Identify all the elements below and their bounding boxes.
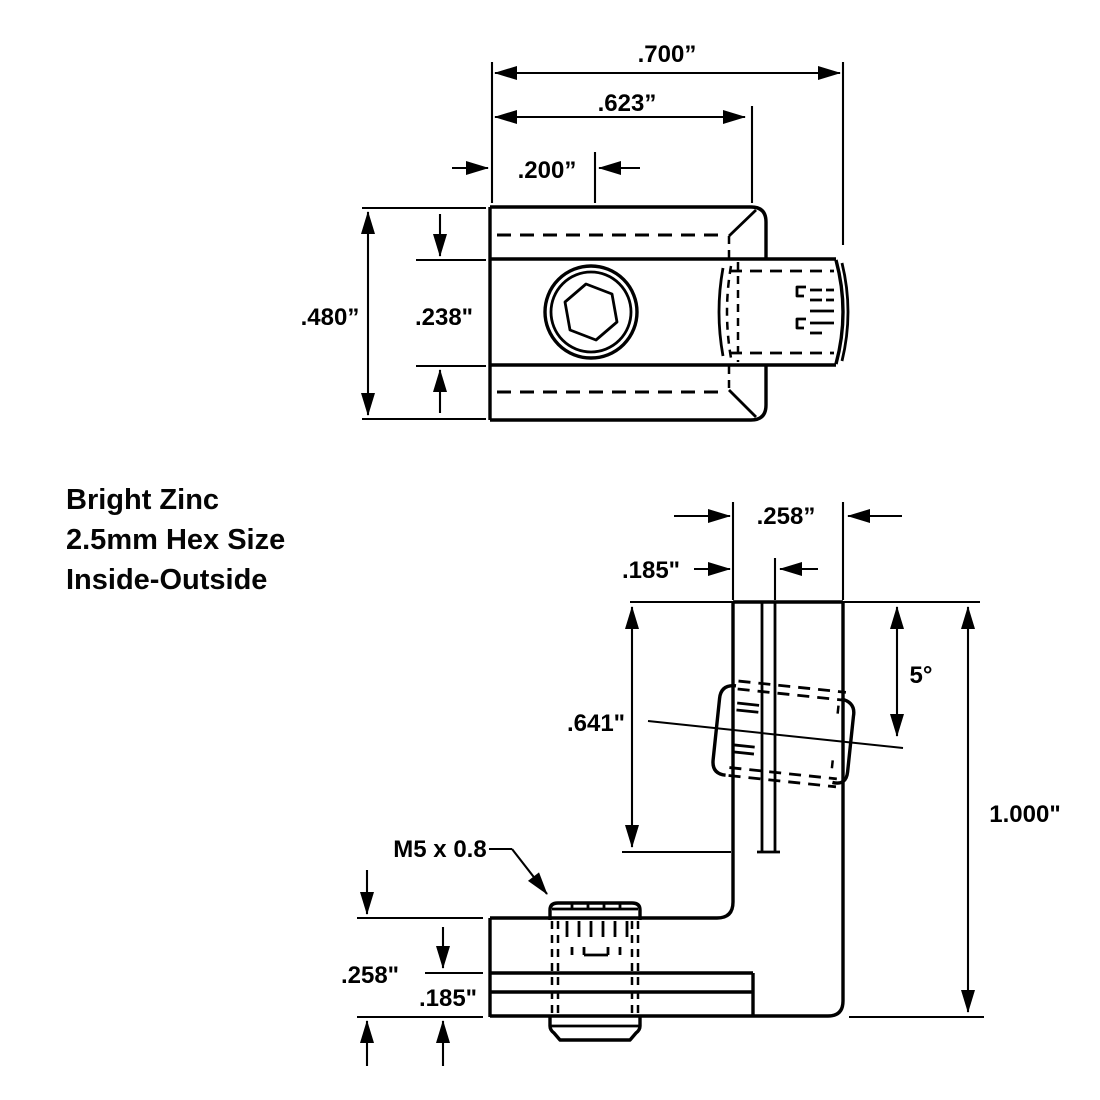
- dim-label-upright-width: .258”: [757, 503, 816, 530]
- bracket-outline: [488, 600, 845, 1018]
- note-finish: Bright Zinc: [66, 484, 220, 516]
- stud-root-arc: [717, 267, 725, 357]
- m5-hidden-shank: [550, 921, 640, 1015]
- socket-outer-circle: [543, 264, 639, 360]
- m5-thread-ticks: [565, 921, 629, 937]
- dim-label-hex-offset: .200”: [518, 157, 577, 184]
- note-hex-size: 2.5mm Hex Size: [66, 524, 286, 556]
- product-notes: Bright Zinc 2.5mm Hex Size Inside-Outsid…: [66, 480, 285, 600]
- side-view-dimension-arrows: [360, 509, 975, 1066]
- dim-label-overall-height: .480”: [301, 304, 360, 331]
- angled-set-screw: [711, 679, 856, 789]
- dim-label-base-step: .185": [419, 985, 477, 1012]
- set-screw-axis-line: [647, 720, 904, 749]
- threaded-stud: [717, 259, 850, 365]
- chamfer-bottom: [728, 389, 757, 418]
- dim-label-body-height: .238": [415, 304, 473, 331]
- dim-label-overall-height: 1.000": [989, 801, 1060, 828]
- dim-label-stud-to-edge: .623”: [598, 90, 657, 117]
- m5-head: [548, 901, 642, 920]
- chamfer-top: [728, 208, 757, 238]
- tnut-hidden-lines: [497, 233, 834, 394]
- side-view-drawing: .258” .185" .641" 5° 1.000" M5 x 0.8 .25…: [341, 502, 1061, 1066]
- dim-label-upright-length: .641": [567, 710, 625, 737]
- upright-right-and-bottom: [490, 602, 845, 1018]
- dim-label-overall-width: .700”: [638, 41, 697, 68]
- stud-end-arc: [834, 259, 845, 365]
- stud-thread-marks: [795, 285, 834, 335]
- thread-callout-label: M5 x 0.8: [393, 836, 486, 863]
- m5-tip: [548, 1017, 642, 1042]
- dim-label-upright-step: .185": [622, 557, 680, 584]
- socket-inner-circle: [549, 270, 633, 354]
- upright-left-and-base-top: [490, 602, 735, 920]
- dim-label-screw-angle: 5°: [910, 662, 933, 689]
- hex-recess: [563, 282, 619, 342]
- top-view-extension-lines: [362, 62, 845, 421]
- m5-screw: [548, 901, 642, 1042]
- tnut-body-outline: [488, 205, 836, 422]
- side-view-extension-lines: [357, 502, 984, 1019]
- note-type: Inside-Outside: [66, 564, 268, 596]
- m5-leader-arrow: [511, 848, 548, 895]
- set-screw-right-cap: [832, 697, 856, 785]
- dim-label-base-height: .258": [341, 962, 399, 989]
- top-view-drawing: .700” .623” .200” .480” .238": [301, 41, 850, 422]
- hex-socket: [543, 264, 639, 360]
- top-view-dimension-arrows: [361, 66, 841, 416]
